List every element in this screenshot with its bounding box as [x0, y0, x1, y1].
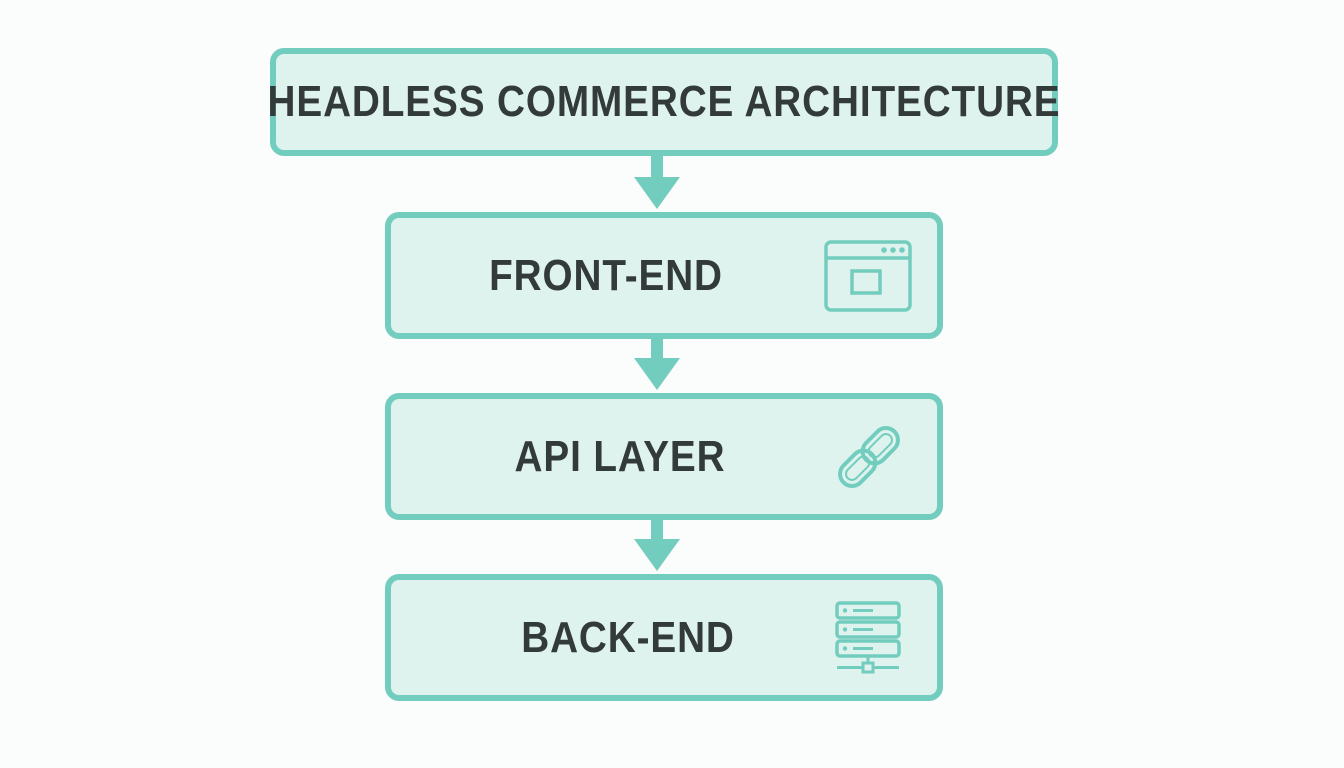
- frontend-label: FRONT-END: [489, 250, 723, 300]
- api-layer-label: API LAYER: [514, 431, 726, 481]
- frontend-layer-box: FRONT-END: [385, 212, 943, 339]
- flow-arrow-api-to-backend: [634, 515, 680, 571]
- flow-arrow-title-to-frontend: [634, 153, 680, 209]
- flow-arrow-frontend-to-api: [634, 334, 680, 390]
- browser-window-icon: [824, 239, 912, 312]
- diagram-title-box: HEADLESS COMMERCE ARCHITECTURE: [267, 48, 1061, 156]
- backend-layer-box: BACK-END: [385, 574, 943, 701]
- diagram-title: HEADLESS COMMERCE ARCHITECTURE: [267, 77, 1061, 126]
- backend-label: BACK-END: [521, 612, 735, 662]
- api-layer-box: API LAYER: [385, 393, 943, 520]
- server-stack-icon: [835, 600, 901, 673]
- chain-link-icon: [838, 425, 900, 488]
